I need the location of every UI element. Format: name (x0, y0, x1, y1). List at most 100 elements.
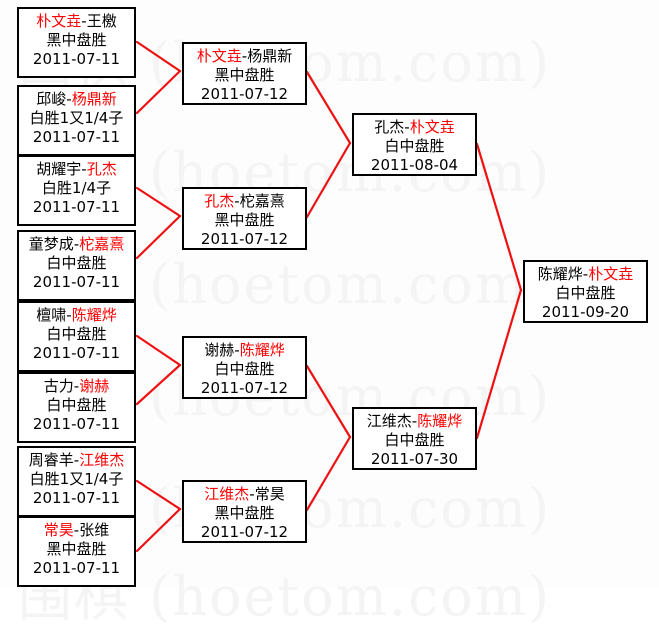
match-box[interactable]: 周睿羊-江维杰 白胜1又1/4子 2011-07-11 (17, 446, 136, 517)
match-date: 2011-07-11 (32, 489, 121, 508)
player-winner: 朴文垚 (409, 118, 455, 136)
player-separator: - (81, 12, 87, 30)
match-box[interactable]: 谢赫-陈耀烨 白中盘胜 2011-07-12 (182, 336, 307, 399)
match-date: 2011-07-12 (200, 85, 289, 104)
match-result: 白中盘胜 (46, 325, 107, 344)
player-loser: 江维杰 (366, 412, 412, 430)
player-winner: 孔杰 (86, 160, 117, 178)
player-separator: - (582, 265, 589, 283)
player-winner: 杨鼎新 (71, 90, 117, 108)
player-separator: - (249, 485, 255, 503)
match-players: 江维杰-常昊 (184, 485, 305, 504)
match-players: 谢赫-陈耀烨 (184, 341, 305, 360)
match-box[interactable]: 朴文垚-杨鼎新 黑中盘胜 2011-07-12 (182, 42, 307, 105)
player-winner: 常昊 (43, 521, 74, 539)
match-date: 2011-07-11 (32, 559, 121, 578)
match-box[interactable]: 孔杰-柁嘉熹 黑中盘胜 2011-07-12 (182, 187, 307, 250)
match-date: 2011-07-11 (32, 50, 121, 69)
match-result: 白中盘胜 (384, 431, 445, 450)
match-players: 古力-谢赫 (19, 377, 134, 396)
player-winner: 柁嘉熹 (79, 235, 125, 253)
player-loser: 张维 (79, 521, 110, 539)
player-separator: - (411, 412, 418, 430)
match-date: 2011-07-11 (32, 198, 121, 217)
player-winner: 谢赫 (79, 377, 110, 395)
match-box[interactable]: 常昊-张维 黑中盘胜 2011-07-11 (17, 516, 136, 587)
match-box-final[interactable]: 陈耀烨-朴文垚 白中盘胜 2011-09-20 (523, 260, 648, 323)
match-players: 胡耀宇-孔杰 (19, 160, 134, 179)
player-loser: 胡耀宇 (36, 160, 82, 178)
player-loser: 古力 (43, 377, 74, 395)
player-winner: 陈耀烨 (71, 306, 117, 324)
match-result: 黑中盘胜 (214, 211, 275, 230)
match-players: 童梦成-柁嘉熹 (19, 235, 134, 254)
player-separator: - (241, 47, 248, 65)
match-result: 黑中盘胜 (214, 504, 275, 523)
player-loser: 常昊 (254, 485, 285, 503)
match-result: 白中盘胜 (214, 360, 275, 379)
match-box[interactable]: 江维杰-陈耀烨 白中盘胜 2011-07-30 (352, 407, 477, 470)
match-players: 常昊-张维 (19, 521, 134, 540)
match-date: 2011-09-20 (541, 303, 630, 322)
player-winner: 陈耀烨 (417, 412, 463, 430)
match-date: 2011-07-11 (32, 344, 121, 363)
player-separator: - (81, 160, 87, 178)
match-result: 白胜1又1/4子 (29, 109, 124, 128)
player-separator: - (73, 451, 80, 469)
match-box[interactable]: 胡耀宇-孔杰 白胜1/4子 2011-07-11 (17, 155, 136, 226)
match-players: 江维杰-陈耀烨 (354, 412, 475, 431)
player-loser: 王檄 (86, 12, 117, 30)
player-separator: - (66, 90, 72, 108)
player-loser: 孔杰 (374, 118, 405, 136)
player-winner: 朴文垚 (196, 47, 242, 65)
player-separator: - (66, 306, 72, 324)
player-separator: - (234, 192, 240, 210)
match-date: 2011-07-12 (200, 230, 289, 249)
match-date: 2011-07-12 (200, 523, 289, 542)
match-box[interactable]: 古力-谢赫 白中盘胜 2011-07-11 (17, 372, 136, 443)
match-result: 白中盘胜 (46, 254, 107, 273)
player-separator: - (404, 118, 410, 136)
match-result: 白中盘胜 (46, 396, 107, 415)
match-result: 黑中盘胜 (46, 540, 107, 559)
match-box[interactable]: 孔杰-朴文垚 白中盘胜 2011-08-04 (352, 113, 477, 176)
match-result: 黑中盘胜 (214, 66, 275, 85)
player-loser: 柁嘉熹 (239, 192, 285, 210)
player-separator: - (73, 521, 80, 539)
match-result: 黑中盘胜 (46, 31, 107, 50)
match-date: 2011-07-11 (32, 128, 121, 147)
player-winner: 朴文垚 (588, 265, 634, 283)
player-winner: 江维杰 (79, 451, 125, 469)
player-loser: 周睿羊 (28, 451, 74, 469)
match-date: 2011-07-12 (200, 379, 289, 398)
match-date: 2011-07-11 (32, 273, 121, 292)
player-loser: 檀啸 (36, 306, 67, 324)
player-winner: 江维杰 (204, 485, 250, 503)
player-winner: 孔杰 (204, 192, 235, 210)
player-loser: 童梦成 (28, 235, 74, 253)
player-winner: 陈耀烨 (239, 341, 285, 359)
player-loser: 杨鼎新 (247, 47, 293, 65)
match-date: 2011-07-11 (32, 415, 121, 434)
match-result: 白中盘胜 (555, 284, 616, 303)
match-date: 2011-07-30 (370, 450, 459, 469)
match-players: 孔杰-柁嘉熹 (184, 192, 305, 211)
player-separator: - (234, 341, 240, 359)
match-result: 白胜1/4子 (41, 179, 112, 198)
match-box[interactable]: 檀啸-陈耀烨 白中盘胜 2011-07-11 (17, 301, 136, 372)
match-date: 2011-08-04 (370, 156, 459, 175)
player-separator: - (73, 377, 80, 395)
match-box[interactable]: 江维杰-常昊 黑中盘胜 2011-07-12 (182, 480, 307, 543)
player-separator: - (73, 235, 80, 253)
match-players: 檀啸-陈耀烨 (19, 306, 134, 325)
match-players: 朴文垚-杨鼎新 (184, 47, 305, 66)
match-box[interactable]: 童梦成-柁嘉熹 白中盘胜 2011-07-11 (17, 230, 136, 301)
match-players: 孔杰-朴文垚 (354, 118, 475, 137)
match-result: 白中盘胜 (384, 137, 445, 156)
match-box[interactable]: 邱峻-杨鼎新 白胜1又1/4子 2011-07-11 (17, 85, 136, 156)
player-loser: 邱峻 (36, 90, 67, 108)
match-result: 白胜1又1/4子 (29, 470, 124, 489)
player-loser: 谢赫 (204, 341, 235, 359)
match-players: 陈耀烨-朴文垚 (525, 265, 646, 284)
match-box[interactable]: 朴文垚-王檄 黑中盘胜 2011-07-11 (17, 7, 136, 78)
